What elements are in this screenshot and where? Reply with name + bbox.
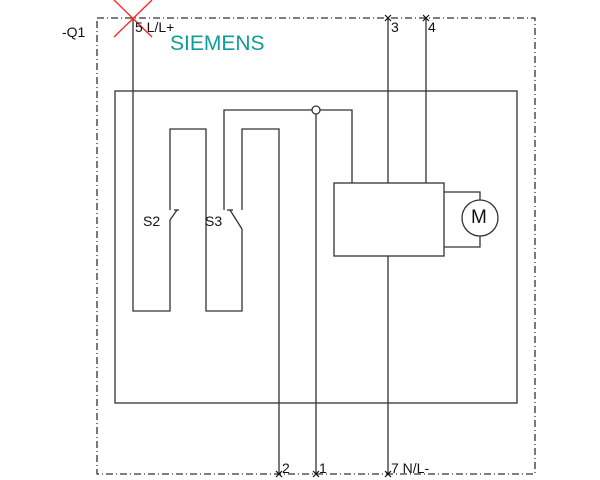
- wire-terminal-2: [241, 128, 280, 474]
- terminal-3-label: 3: [391, 19, 399, 35]
- brand-logo: SIEMENS: [170, 32, 265, 55]
- terminal-markers: [275, 14, 430, 478]
- s3-upper-wire: [223, 109, 353, 210]
- cross-mark-icon: [113, 0, 153, 38]
- s2-upper-wire: [169, 128, 243, 312]
- motor-circle: [461, 199, 499, 237]
- device-label: -Q1: [62, 24, 86, 40]
- wire-terminal-5: [132, 18, 171, 312]
- terminal-2-label: 2: [282, 460, 290, 476]
- s3-switch-blade: [229, 209, 243, 230]
- s2-switch-blade: [169, 209, 178, 221]
- terminal-4-label: 4: [428, 19, 436, 35]
- terminal-1-label: 1: [319, 460, 327, 476]
- terminal-5-label: 5 L/L+: [135, 19, 175, 35]
- motor-wire: [444, 191, 481, 200]
- motor-label: M: [471, 207, 487, 228]
- control-unit: [333, 182, 445, 257]
- switch-s3-label: S3: [205, 213, 223, 229]
- switch-s2-label: S2: [143, 213, 161, 229]
- terminal-7-label: 7 N/L-: [391, 460, 430, 476]
- junction: [311, 105, 321, 115]
